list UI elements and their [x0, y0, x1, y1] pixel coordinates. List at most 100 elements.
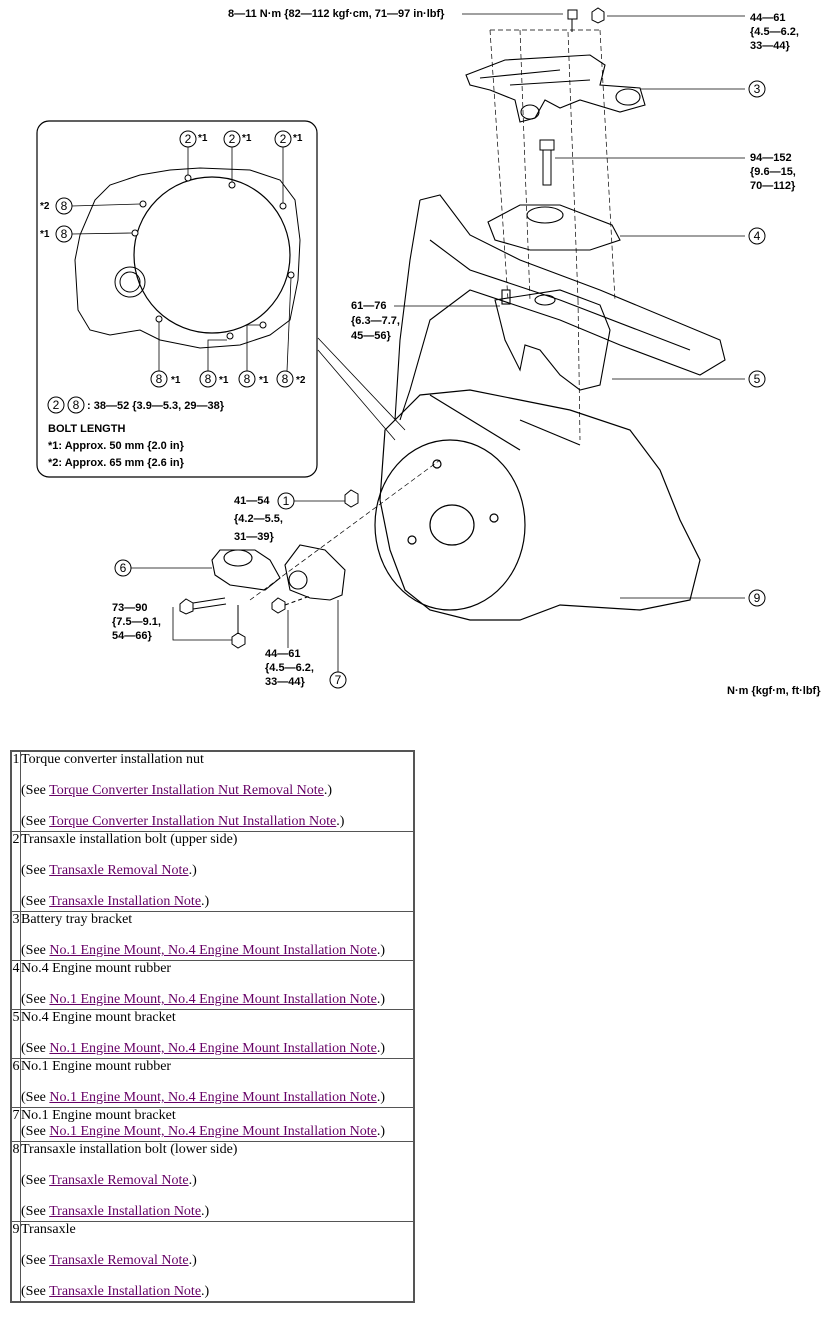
torque-label-5-3: 45—56} — [351, 330, 391, 342]
see-suffix: .) — [376, 1090, 385, 1105]
see-suffix: .) — [323, 783, 332, 798]
inset-star-1d: *1 — [40, 229, 50, 240]
see-prefix: (See — [21, 814, 50, 829]
alignment-lines — [249, 29, 616, 601]
part-name: No.1 Engine mount rubber — [21, 1059, 172, 1074]
callout-5: 5 — [754, 372, 761, 386]
see-reference: (See Transaxle Installation Note.) — [21, 1284, 411, 1300]
torque-label-7-2: {4.5—6.2, — [265, 662, 314, 674]
reference-link[interactable]: No.1 Engine Mount, No.4 Engine Mount Ins… — [49, 1124, 377, 1139]
torque-label-6-1: 73—90 — [112, 602, 147, 614]
part-number: 8 — [10, 1141, 21, 1222]
reference-link[interactable]: Transaxle Installation Note — [49, 1284, 202, 1299]
callout-6: 6 — [120, 561, 127, 575]
see-reference: (See No.1 Engine Mount, No.4 Engine Moun… — [21, 1090, 411, 1106]
part-description: No.4 Engine mount bracket(See No.1 Engin… — [20, 1009, 415, 1059]
part-name: No.4 Engine mount bracket — [21, 1010, 176, 1025]
inset-star-1c: *1 — [293, 133, 303, 144]
see-reference: (See Transaxle Installation Note.) — [21, 894, 411, 910]
inset-callout-2b: 2 — [229, 132, 236, 146]
torque-label-5-1: 61—76 — [351, 300, 386, 312]
lower-bolts-drawing — [179, 595, 311, 649]
reference-link[interactable]: Transaxle Removal Note — [49, 1253, 189, 1268]
inset-star-1g: *1 — [259, 375, 269, 386]
reference-link[interactable]: No.1 Engine Mount, No.4 Engine Mount Ins… — [49, 943, 377, 958]
part-description: Torque converter installation nut(See To… — [20, 750, 415, 832]
see-prefix: (See — [21, 1284, 50, 1299]
see-reference: (See Transaxle Removal Note.) — [21, 1253, 411, 1269]
torque-label-top-right-1: 44—61 — [750, 12, 785, 24]
callout-1: 1 — [283, 494, 290, 508]
inset-callout-8f: 8 — [282, 372, 289, 386]
torque-label-top-right-3: 33—44} — [750, 40, 790, 52]
torque-label-5-2: {6.3—7.7, — [351, 315, 400, 327]
inset-legend-callout-8: 8 — [73, 398, 80, 412]
bolt-length-title: BOLT LENGTH — [48, 423, 125, 435]
see-prefix: (See — [21, 1253, 50, 1268]
see-reference: (See Transaxle Removal Note.) — [21, 863, 411, 879]
part-number: 5 — [10, 1009, 21, 1059]
inset-legend-callout-2: 2 — [53, 398, 60, 412]
callout-4: 4 — [754, 229, 761, 243]
reference-link[interactable]: Torque Converter Installation Nut Instal… — [49, 814, 337, 829]
reference-link[interactable]: No.1 Engine Mount, No.4 Engine Mount Ins… — [49, 992, 377, 1007]
inset-star-1f: *1 — [219, 375, 229, 386]
engine-mount-rubber-drawing — [211, 549, 281, 591]
part-number: 1 — [10, 750, 21, 832]
mount-bracket-drawing — [494, 289, 611, 391]
bolt-location-inset: 2 2 2 8 8 8 8 8 8 2 8 *1 *1 *1 *2 *1 *1 … — [36, 120, 318, 478]
exploded-parts-diagram: 8—11 N·m {82—112 kgf·cm, 71—97 in·lbf} 4… — [36, 7, 821, 697]
part-number: 3 — [10, 911, 21, 961]
see-reference: (See Transaxle Installation Note.) — [21, 1204, 411, 1220]
part-description: No.1 Engine mount bracket(See No.1 Engin… — [20, 1107, 415, 1142]
reference-link[interactable]: Transaxle Installation Note — [49, 1204, 202, 1219]
transaxle-drawing — [374, 389, 701, 621]
see-reference: (See No.1 Engine Mount, No.4 Engine Moun… — [21, 943, 411, 959]
callout-3: 3 — [754, 82, 761, 96]
callout-7: 7 — [335, 673, 342, 687]
see-prefix: (See — [21, 1173, 50, 1188]
inset-star-1e: *1 — [171, 375, 181, 386]
reference-link[interactable]: No.1 Engine Mount, No.4 Engine Mount Ins… — [49, 1041, 377, 1056]
see-suffix: .) — [336, 814, 345, 829]
reference-link[interactable]: Torque Converter Installation Nut Remova… — [49, 783, 324, 798]
see-prefix: (See — [21, 943, 50, 958]
torque-label-6-2: {7.5—9.1, — [112, 616, 161, 628]
see-suffix: .) — [201, 894, 210, 909]
see-prefix: (See — [21, 863, 50, 878]
inset-callout-2a: 2 — [185, 132, 192, 146]
reference-link[interactable]: Transaxle Installation Note — [49, 894, 202, 909]
see-suffix: .) — [376, 1041, 385, 1056]
see-suffix: .) — [188, 1253, 197, 1268]
part-number: 6 — [10, 1058, 21, 1108]
inset-torque-label: : 38—52 {3.9—5.3, 29—38} — [87, 400, 225, 412]
reference-link[interactable]: Transaxle Removal Note — [49, 1173, 189, 1188]
see-prefix: (See — [21, 1124, 50, 1139]
see-reference: (See Torque Converter Installation Nut R… — [21, 783, 411, 799]
inset-callout-8e: 8 — [244, 372, 251, 386]
reference-link[interactable]: Transaxle Removal Note — [49, 863, 189, 878]
inset-callout-8a: 8 — [61, 199, 68, 213]
inset-callout-8d: 8 — [205, 372, 212, 386]
torque-label-7-1: 44—61 — [265, 648, 300, 660]
inset-callout-2c: 2 — [280, 132, 287, 146]
mount-rubber-drawing — [487, 204, 621, 251]
part-name: Transaxle installation bolt (upper side) — [21, 832, 238, 847]
torque-label-1-3: 31—39} — [234, 531, 274, 543]
reference-link[interactable]: No.1 Engine Mount, No.4 Engine Mount Ins… — [49, 1090, 377, 1105]
inset-star-1a: *1 — [198, 133, 208, 144]
see-prefix: (See — [21, 1204, 50, 1219]
see-suffix: .) — [376, 943, 385, 958]
part-description: No.1 Engine mount rubber (See No.1 Engine… — [20, 1058, 415, 1108]
part-name: Transaxle — [21, 1222, 76, 1237]
engine-mount-bracket-drawing — [284, 544, 346, 601]
torque-label-top-right-2: {4.5—6.2, — [750, 26, 799, 38]
part-description: Transaxle(See Transaxle Removal Note.)(S… — [20, 1221, 415, 1303]
